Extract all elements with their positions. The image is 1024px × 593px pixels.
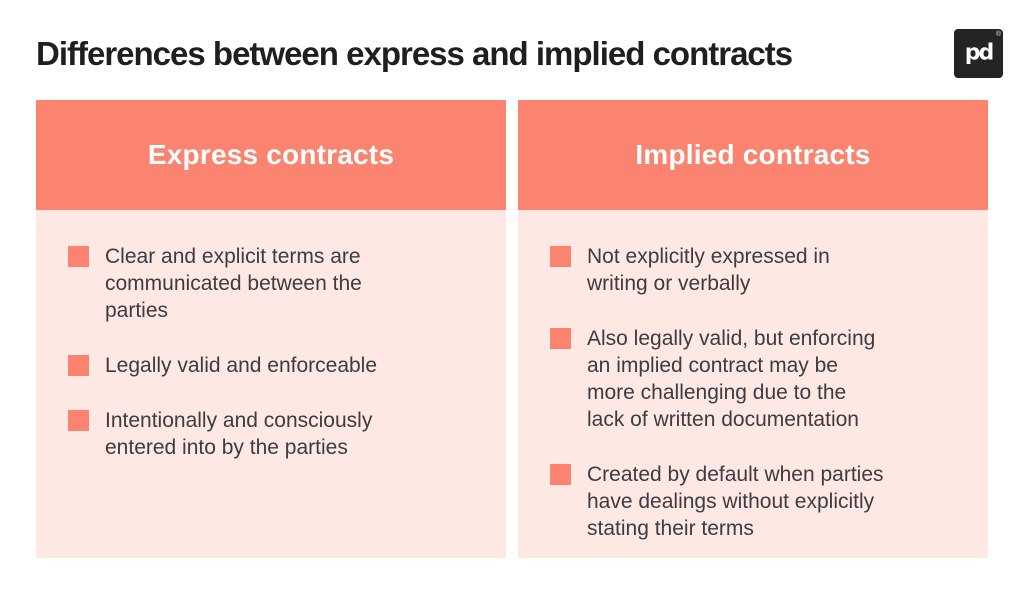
bullet-list-express: Clear and explicit terms are communicate… [68,243,466,461]
comparison-table: Express contracts Clear and explicit ter… [36,100,988,558]
list-item: Created by default when parties have dea… [550,461,948,542]
bullet-list-implied: Not explicitly expressed in writing or v… [550,243,948,542]
bullet-square-icon [68,410,89,431]
list-item-text: Intentionally and consciously entered in… [105,409,373,459]
list-item: Clear and explicit terms are communicate… [68,243,466,324]
bullet-square-icon [68,246,89,267]
list-item-text: Clear and explicit terms are communicate… [105,245,362,322]
column-body-implied: Not explicitly expressed in writing or v… [518,210,988,558]
list-item: Intentionally and consciously entered in… [68,407,466,461]
column-express: Express contracts Clear and explicit ter… [36,100,506,558]
bullet-square-icon [550,464,571,485]
list-item-text: Not explicitly expressed in writing or v… [587,245,830,295]
column-header-implied: Implied contracts [518,100,988,210]
column-header-express: Express contracts [36,100,506,210]
column-implied: Implied contracts Not explicitly express… [518,100,988,558]
list-item-text: Legally valid and enforceable [105,354,378,377]
list-item-text: Also legally valid, but enforcing an imp… [587,327,876,431]
pd-logo-icon: pd [964,40,995,65]
brand-logo: pd ® [954,29,1003,78]
list-item: Legally valid and enforceable [68,352,466,379]
list-item: Also legally valid, but enforcing an imp… [550,325,948,433]
registered-trademark: ® [995,31,1001,38]
bullet-square-icon [68,355,89,376]
column-body-express: Clear and explicit terms are communicate… [36,210,506,558]
bullet-square-icon [550,246,571,267]
page-title: Differences between express and implied … [36,35,793,72]
bullet-square-icon [550,328,571,349]
list-item-text: Created by default when parties have dea… [587,463,884,540]
list-item: Not explicitly expressed in writing or v… [550,243,948,297]
